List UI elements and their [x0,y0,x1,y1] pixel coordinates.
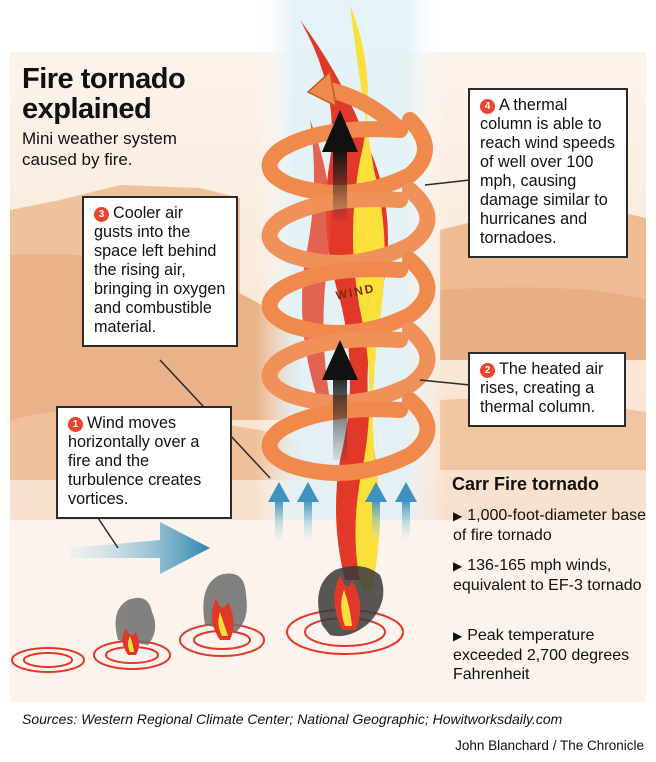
wind-arrow [70,522,210,574]
hill-right-low [440,287,646,360]
callout-pointers [95,179,471,549]
wind-spiral [261,82,436,481]
small-fires [122,575,361,655]
carr-fact-text: 1,000-foot-diameter base of fire tornado [453,507,647,544]
spiral-arrowhead [306,70,337,108]
carr-fact-base: ▶1,000-foot-diameter base of fire tornad… [453,506,653,545]
bullet-triangle-icon: ▶ [453,559,463,573]
carr-fire-heading: Carr Fire tornado [452,474,600,494]
up-arrow-upper [322,110,358,152]
step-badge-4: 4 [480,99,495,114]
bullet-triangle-icon: ▶ [453,629,463,643]
up-arrow-lower [322,340,358,380]
carr-fact-text: 136-165 mph winds, equivalent to EF-3 to… [453,557,642,594]
carr-fact-temperature: ▶Peak temperature exceeded 2,700 degrees… [453,626,653,684]
step-badge-3: 3 [94,207,109,222]
column-flame-yellow [350,5,385,590]
page-subtitle: Mini weather system caused by fire. [22,129,177,169]
sources-line: Sources: Western Regional Climate Center… [22,711,563,727]
bullet-triangle-icon: ▶ [453,509,463,523]
credit-line: John Blanchard / The Chronicle [455,738,644,753]
callout-3-text: Cooler air gusts into the space left beh… [94,204,226,336]
step-badge-1: 1 [68,417,83,432]
carr-fact-winds: ▶136-165 mph winds, equivalent to EF-3 t… [453,556,653,595]
carr-fact-text: Peak temperature exceeded 2,700 degrees … [453,627,630,683]
step-badge-2: 2 [480,363,495,378]
callout-4-text: A thermal column is able to reach wind s… [480,96,615,247]
page-title: Fire tornado explained [22,63,186,125]
updraft-arrows [268,482,417,540]
callout-2-text: The heated air rises, creating a thermal… [480,360,604,416]
callout-1-text: Wind moves horizontally over a fire and … [68,414,202,508]
